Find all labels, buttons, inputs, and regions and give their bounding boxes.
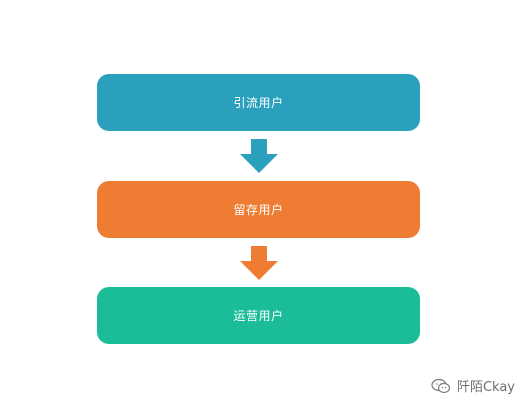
- step-label: 引流用户: [233, 96, 284, 110]
- step-label: 留存用户: [233, 203, 284, 217]
- arrow-down-icon: [240, 246, 278, 280]
- wechat-icon: [431, 378, 451, 393]
- arrow-down-icon: [240, 139, 278, 173]
- step-label: 运营用户: [233, 309, 284, 323]
- step-box-retained-users: 留存用户: [97, 181, 420, 238]
- step-box-traffic-users: 引流用户: [97, 74, 420, 131]
- watermark: 阡陌Ckay: [431, 376, 515, 395]
- step-box-operating-users: 运营用户: [97, 287, 420, 344]
- watermark-text: 阡陌Ckay: [456, 380, 515, 395]
